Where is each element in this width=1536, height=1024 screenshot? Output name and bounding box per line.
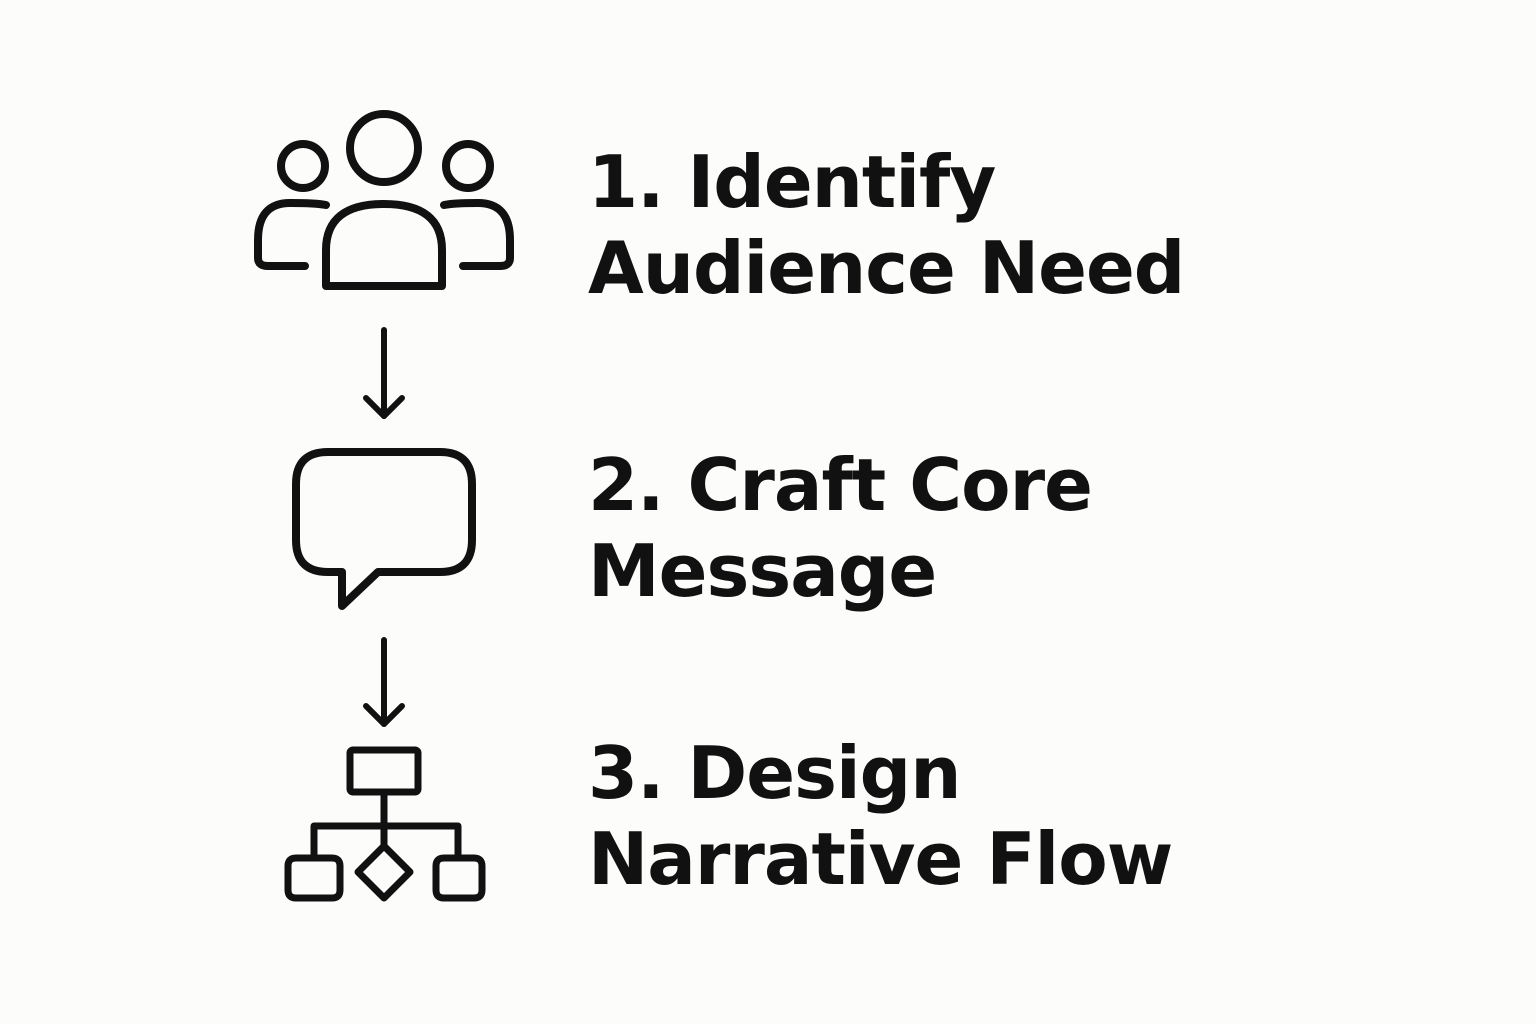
step-2-label-line-1: 2. Craft Core bbox=[588, 443, 1093, 527]
audience-icon bbox=[250, 108, 520, 298]
speech-bubble-icon bbox=[288, 444, 482, 614]
step-1-label-line-2: Audience Need bbox=[588, 226, 1185, 310]
step-3-label: 3. Design Narrative Flow bbox=[588, 730, 1173, 902]
step-1-label-line-1: 1. Identify bbox=[588, 140, 996, 224]
arrow-down-icon bbox=[358, 324, 410, 428]
flowchart-icon bbox=[280, 740, 490, 906]
step-2-label: 2. Craft Core Message bbox=[588, 442, 1093, 614]
step-3-label-line-2: Narrative Flow bbox=[588, 817, 1173, 901]
step-3-label-line-1: 3. Design bbox=[588, 731, 961, 815]
step-2-label-line-2: Message bbox=[588, 529, 937, 613]
arrow-down-icon bbox=[358, 634, 410, 738]
step-1-label: 1. Identify Audience Need bbox=[588, 139, 1185, 311]
